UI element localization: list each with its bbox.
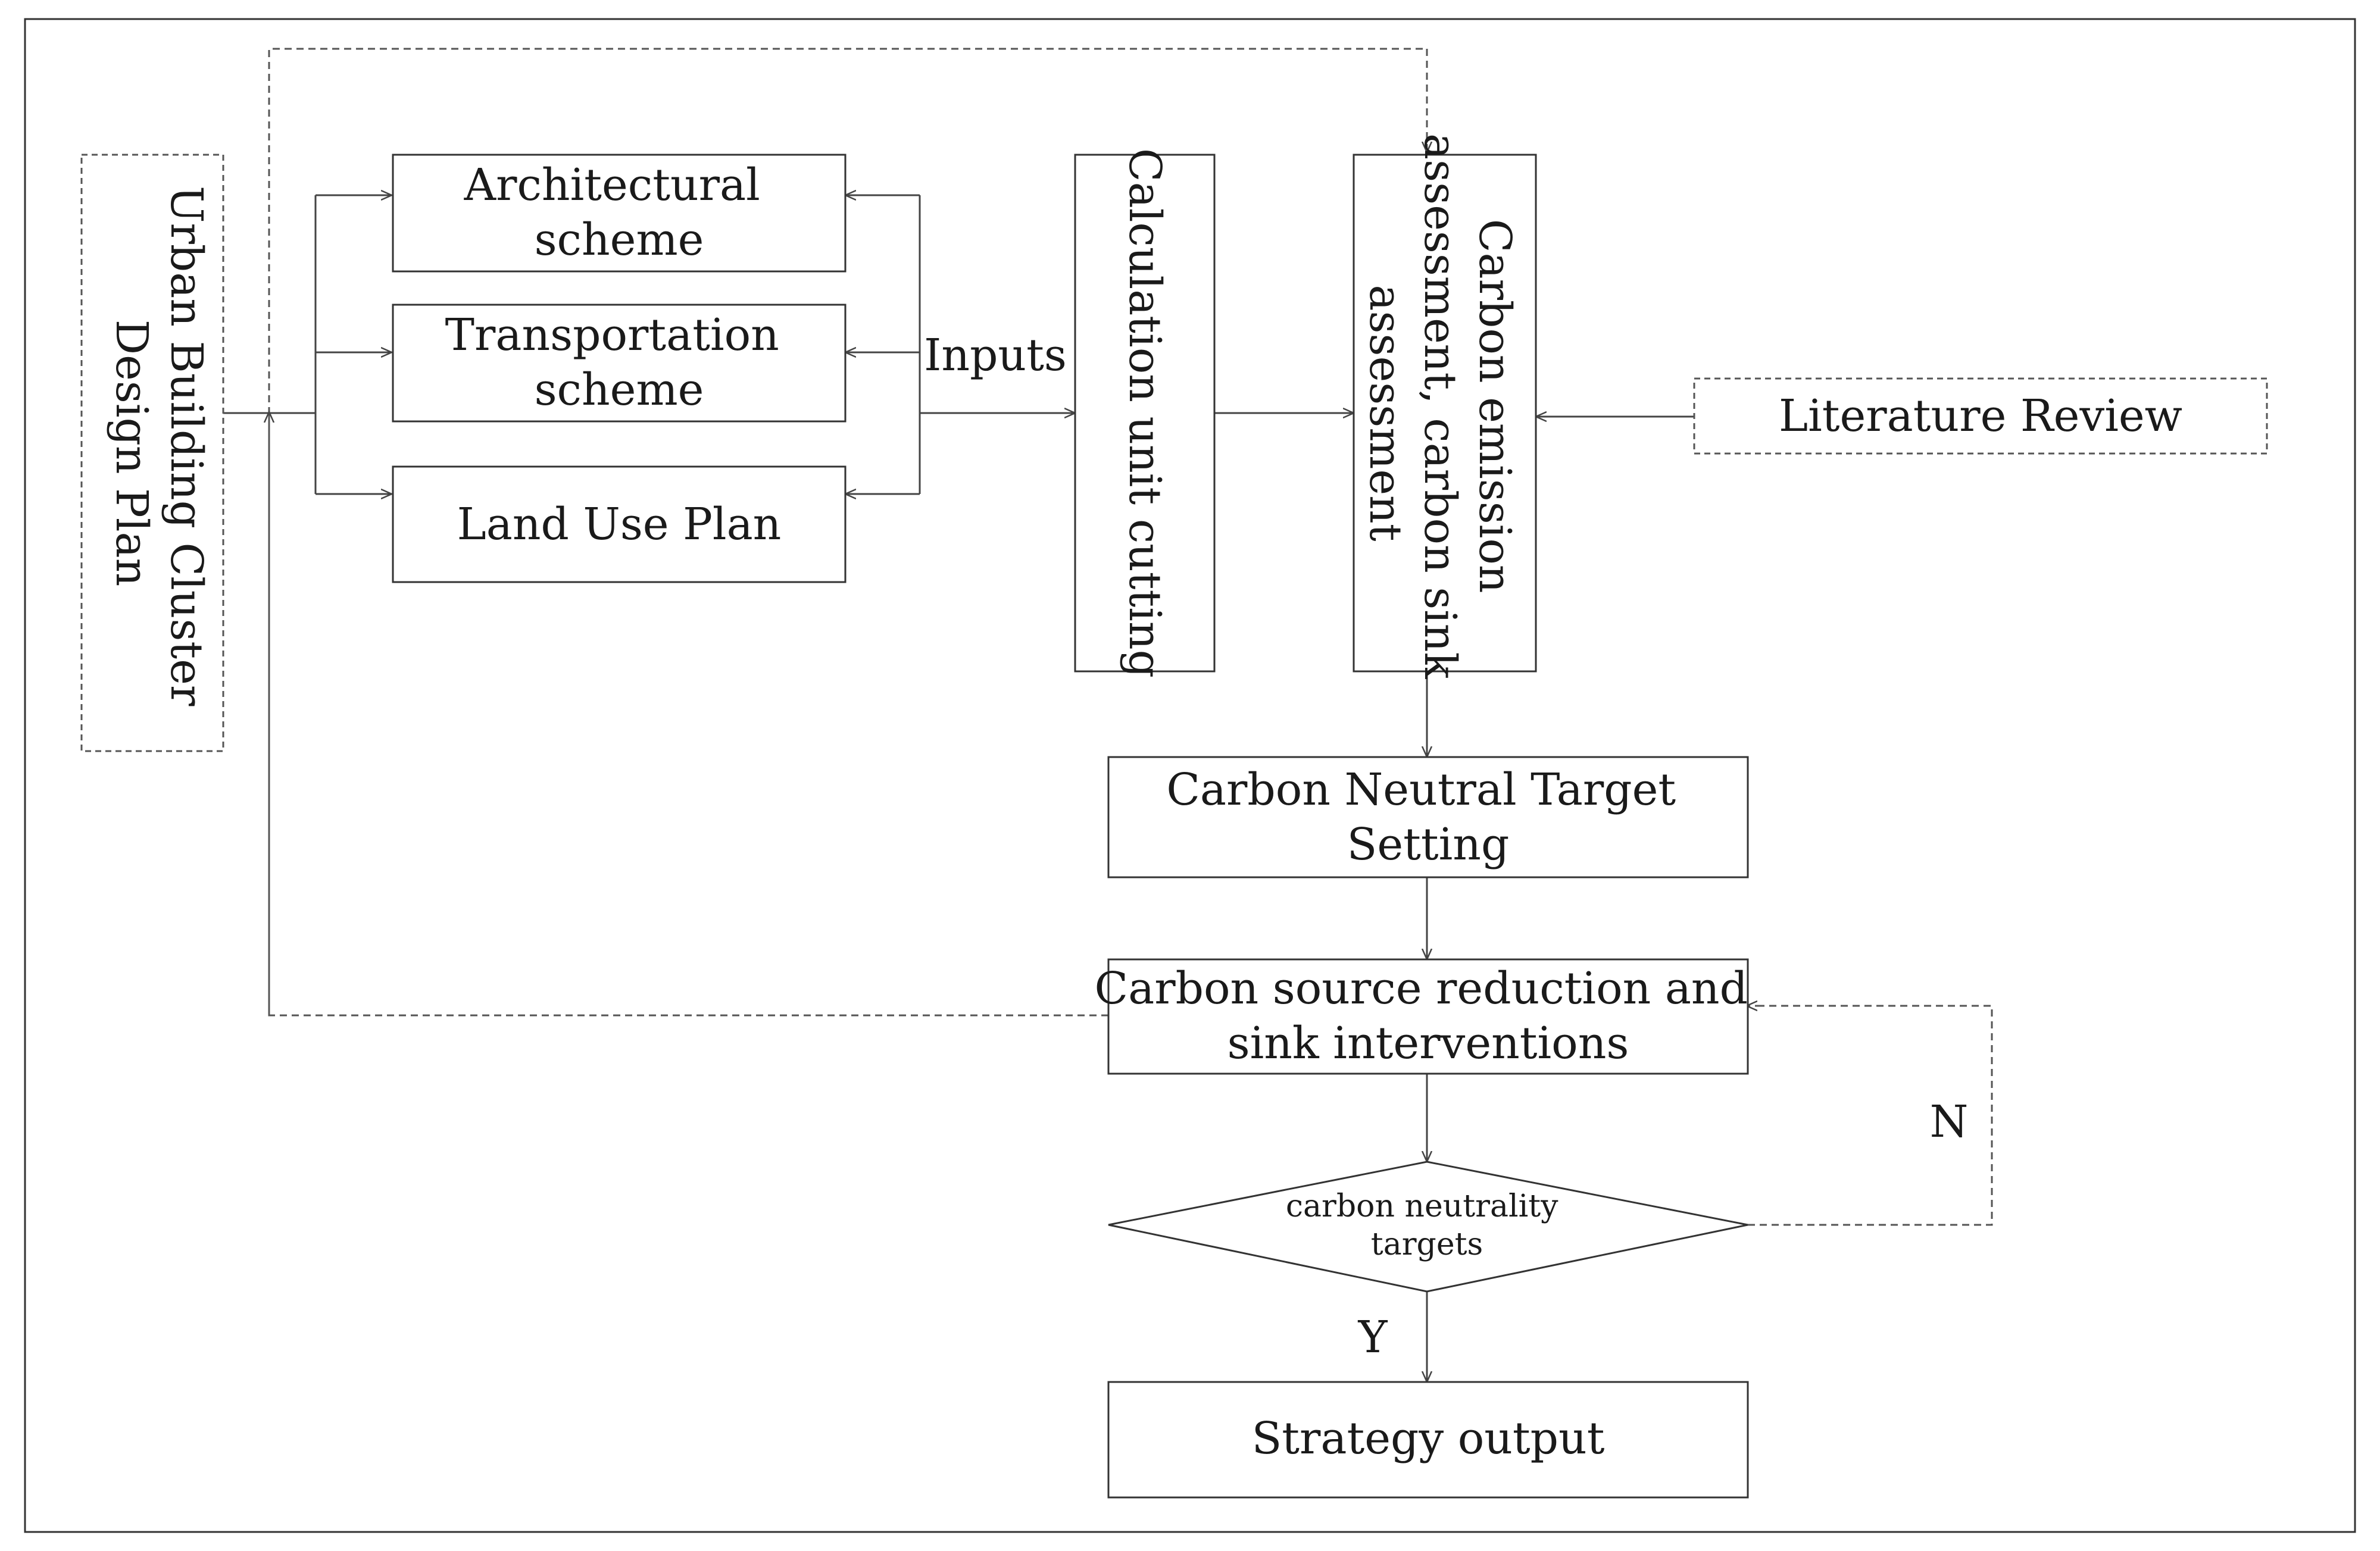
svg-text:Literature Review: Literature Review (1779, 390, 2182, 442)
assessment-line-3: assessment (1360, 284, 1411, 541)
calc-unit-line-1: Calculation unit cutting (1119, 148, 1170, 678)
svg-text:Transportation scheme: Transportation scheme (445, 309, 794, 415)
dashed-no-loop (1748, 1005, 1993, 1226)
assessment-line-1: Carbon emission (1469, 219, 1520, 593)
svg-text:Carbon Neutral Target Se: Carbon Neutral Target Setting (1166, 764, 1689, 870)
svg-text:Architectural scheme: Architectural scheme (464, 160, 774, 265)
architectural-line-1: Architectural (464, 160, 760, 211)
svg-text:Calculation unit cutting: Calculation unit cutting (1119, 148, 1170, 678)
decision-line-2: targets (1371, 1227, 1483, 1262)
node-interventions: Carbon source reduction and sink interve… (1095, 958, 1762, 1075)
strategy-line-1: Strategy output (1252, 1413, 1605, 1464)
interventions-line-1: Carbon source reduction and (1095, 963, 1748, 1014)
node-land-use: Land Use Plan (392, 465, 847, 583)
assessment-line-2: assessment, carbon sink (1414, 133, 1466, 680)
land-use-line-1: Land Use Plan (457, 499, 782, 550)
urban-plan-line-1: Urban Building Cluster (161, 186, 212, 706)
inputs-label: Inputs (924, 330, 1067, 381)
node-strategy-output: Strategy output (1107, 1381, 1749, 1499)
node-carbon-assessment: Carbon emission assessment, carbon sink … (1353, 133, 1537, 693)
node-urban-plan: Urban Building Cluster Design Plan (80, 154, 224, 752)
literature-line-1: Literature Review (1779, 390, 2182, 442)
svg-text:Carbon source reduction and: Carbon source reduction and sink interve… (1095, 963, 1762, 1069)
transportation-line-2: scheme (535, 364, 704, 415)
node-neutral-target: Carbon Neutral Target Setting (1107, 756, 1749, 878)
node-transportation: Transportation scheme (392, 304, 847, 423)
svg-text:carbon neutrality target: carbon neutrality targets (1286, 1189, 1568, 1262)
interventions-line-2: sink interventions (1228, 1018, 1629, 1069)
svg-text:Urban Building Cluster D: Urban Building Cluster Design Plan (106, 186, 212, 720)
urban-plan-line-2: Design Plan (106, 320, 157, 587)
architectural-line-2: scheme (535, 214, 704, 265)
node-calc-unit: Calculation unit cutting (1074, 148, 1216, 678)
svg-text:Carbon emission assessme: Carbon emission assessment, carbon sink … (1360, 133, 1520, 693)
no-label: N (1930, 1096, 1969, 1147)
yes-label: Y (1358, 1312, 1388, 1363)
transportation-line-1: Transportation (445, 309, 779, 361)
svg-text:Strategy output: Strategy output (1252, 1413, 1605, 1464)
svg-text:Land Use Plan: Land Use Plan (457, 499, 782, 550)
node-literature-review: Literature Review (1693, 377, 2268, 455)
neutral-target-line-1: Carbon Neutral Target (1166, 764, 1676, 815)
node-architectural: Architectural scheme (392, 154, 847, 273)
decision-line-1: carbon neutrality (1286, 1189, 1558, 1224)
outer-frame (24, 18, 2356, 1533)
node-decision: carbon neutrality targets (1108, 1161, 1748, 1293)
neutral-target-line-2: Setting (1347, 819, 1510, 870)
